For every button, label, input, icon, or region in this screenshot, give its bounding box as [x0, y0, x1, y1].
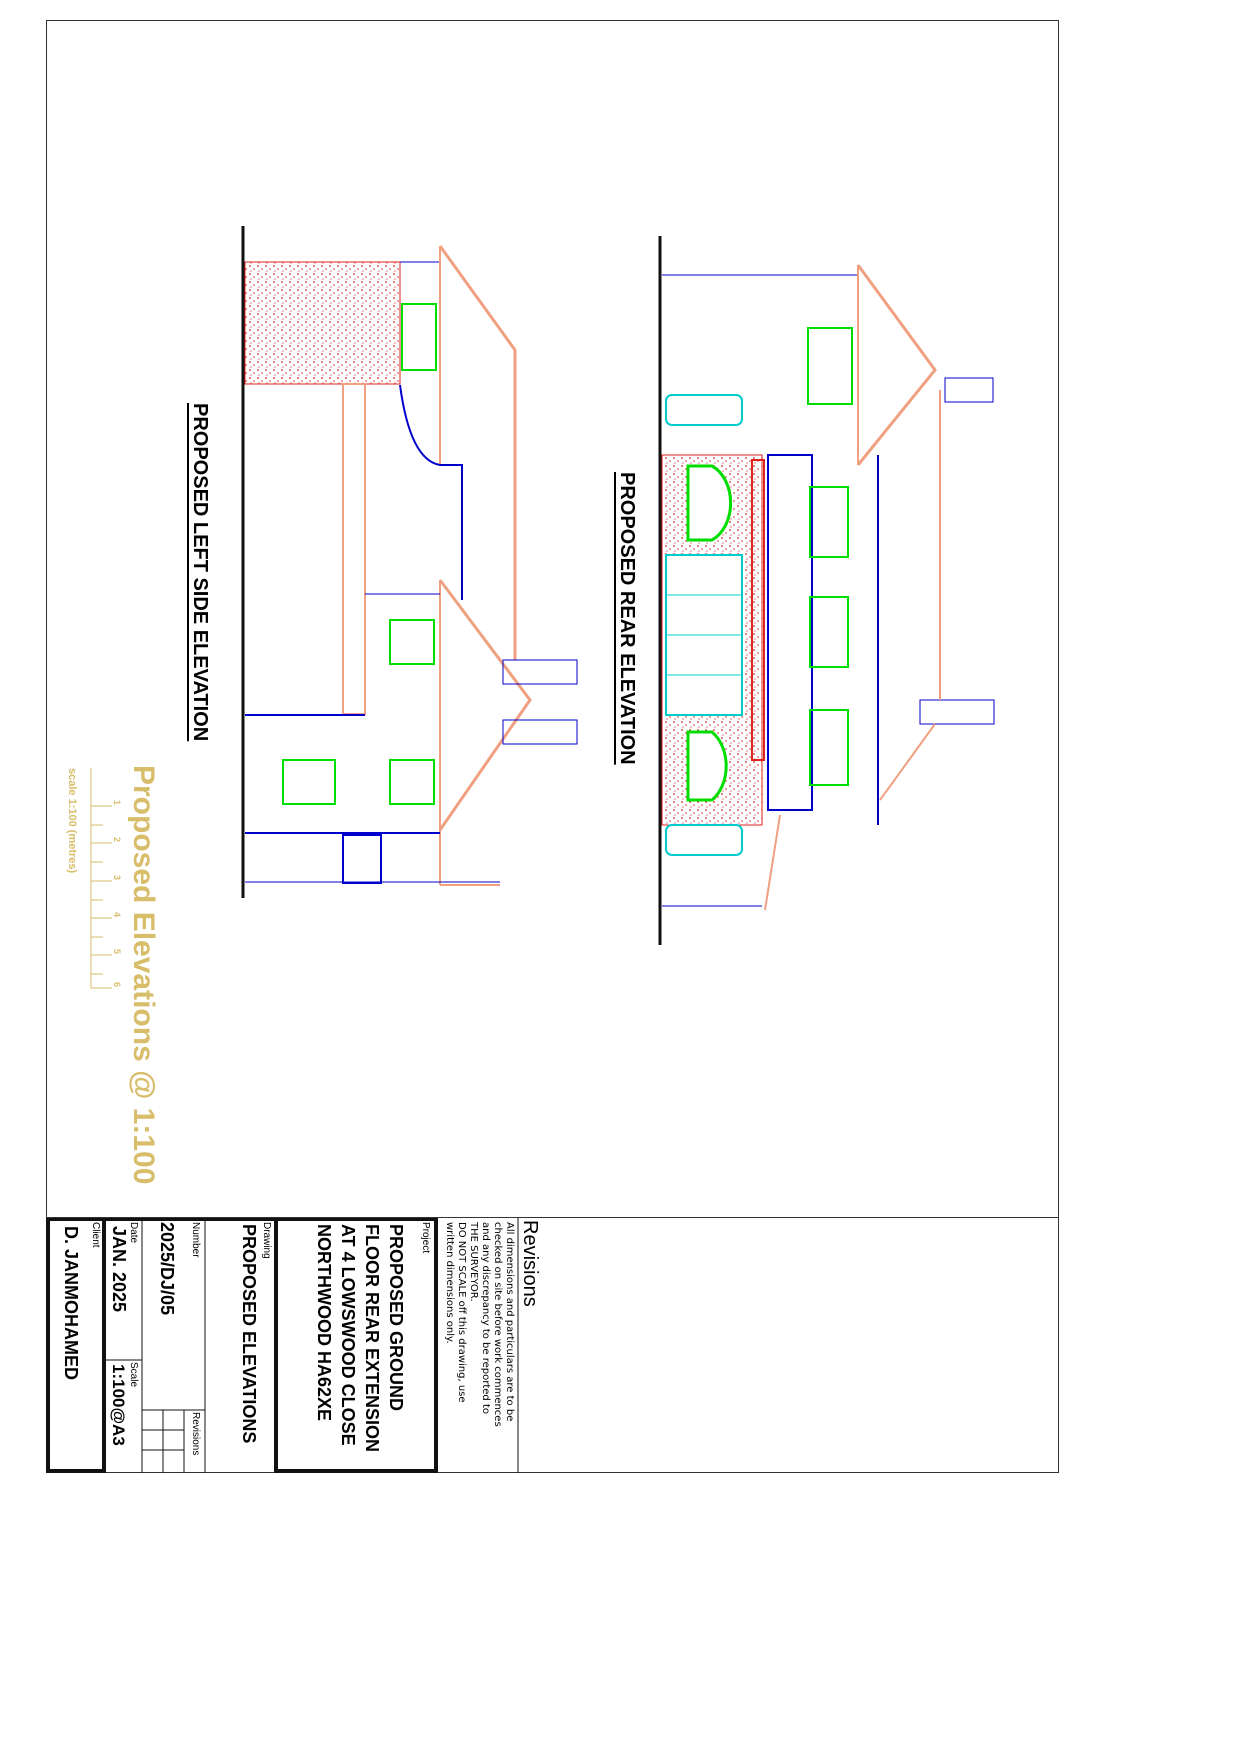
rear-elevation-title: PROPOSED REAR ELEVATION [616, 472, 638, 765]
revisions-heading: Revisions [519, 1220, 541, 1307]
project-line: NORTHWOOD HA62XE [314, 1224, 334, 1422]
scale-tick-label: 1 [112, 800, 122, 806]
title-block [46, 1217, 1059, 1473]
number-label: Number [190, 1222, 201, 1258]
drawing-title: PROPOSED ELEVATIONS [239, 1224, 259, 1444]
door [665, 394, 743, 426]
scale-bar-label: scale 1:100 (metres) [66, 768, 78, 874]
scale-tick-label: 2 [112, 837, 122, 843]
client-label: Client [90, 1222, 101, 1248]
project-line: AT 4 LOWSWOOD CLOSE [338, 1224, 358, 1446]
left-elevation-title: PROPOSED LEFT SIDE ELEVATION [189, 403, 211, 742]
roof [438, 245, 517, 660]
window [809, 709, 849, 786]
brick-wall [244, 261, 401, 385]
window [401, 303, 437, 371]
rear-elevation [658, 236, 995, 945]
note-line: DO NOT SCALE off this drawing, use [456, 1222, 467, 1403]
date-value: JAN. 2025 [109, 1226, 129, 1313]
date-label: Date [128, 1222, 139, 1244]
project-line: PROPOSED GROUND [386, 1224, 406, 1412]
window [809, 596, 849, 668]
sheet-heading: Proposed Elevations @ 1:100 [127, 765, 160, 1185]
drawing-frame [46, 20, 1059, 1473]
scale-tick-label: 4 [112, 912, 122, 918]
note-line: and any discrepancy to be reported to [480, 1222, 491, 1414]
scale-value: 1:100@A3 [109, 1364, 128, 1446]
window [389, 619, 435, 665]
window [389, 759, 435, 805]
notes: All dimensions and particulars are to be… [443, 1222, 515, 1427]
scale-label: Scale [128, 1362, 139, 1388]
note-line: THE SURVEYOR. [468, 1222, 479, 1302]
roof [856, 264, 937, 466]
scale-tick-label: 5 [112, 949, 122, 955]
scale-bar [90, 768, 112, 989]
chimney [502, 719, 578, 745]
balustrade [767, 454, 813, 811]
arched-window [686, 464, 733, 542]
chimney [919, 699, 995, 725]
arched-window [686, 730, 728, 802]
scale-tick-label: 6 [112, 982, 122, 988]
project-label: Project [420, 1222, 431, 1254]
window [809, 486, 849, 558]
revisions-label: Revisions [190, 1412, 201, 1456]
drawing-label: Drawing [261, 1222, 272, 1259]
chimney [944, 377, 994, 403]
left-side-elevation [241, 226, 578, 898]
roof [438, 579, 532, 831]
door [342, 834, 382, 884]
door [665, 824, 743, 856]
note-line: written dimensions only. [444, 1222, 455, 1344]
chimney [502, 659, 578, 685]
title-block-lines [46, 1217, 519, 1473]
window [282, 759, 336, 805]
note-line: checked on site before work commences [492, 1222, 503, 1427]
note-line: All dimensions and particulars are to be [504, 1222, 515, 1422]
project-line: FLOOR REAR EXTENSION [362, 1224, 382, 1453]
project-title: PROPOSED GROUND FLOOR REAR EXTENSION AT … [312, 1224, 408, 1452]
drawing-number: 2025/DJ/05 [157, 1222, 177, 1316]
scale-tick-label: 3 [112, 875, 122, 881]
window [807, 327, 853, 405]
client-name: D. JANMOHAMED [61, 1226, 81, 1381]
